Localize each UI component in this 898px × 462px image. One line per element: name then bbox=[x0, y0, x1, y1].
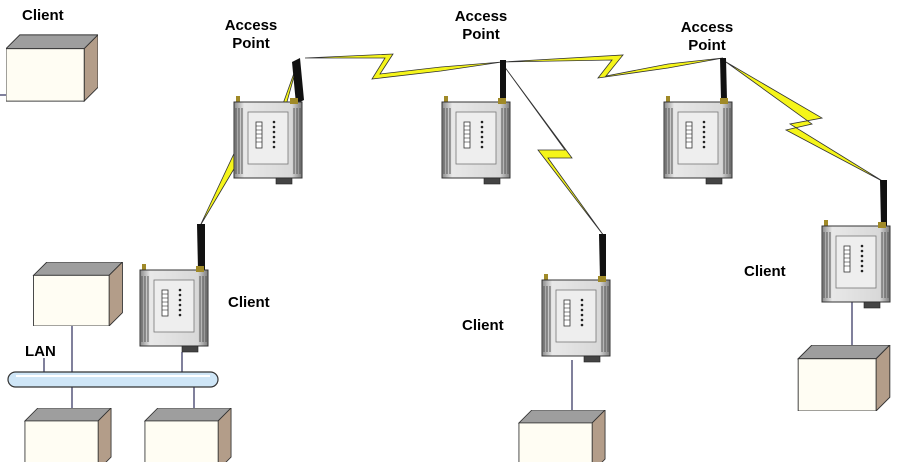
antenna-ap2 bbox=[500, 60, 506, 100]
client-device-right bbox=[821, 219, 891, 309]
computer-box-client-middle bbox=[518, 410, 606, 462]
access-point-device-3 bbox=[663, 95, 733, 185]
antenna-client-left bbox=[197, 224, 205, 270]
label-access-point-1-line1: Access bbox=[224, 17, 278, 34]
label-client-middle: Client bbox=[462, 317, 504, 334]
label-access-point-2-line1: Access bbox=[454, 8, 508, 25]
radio-link-ap1-ap2 bbox=[304, 53, 503, 80]
label-client-left: Client bbox=[228, 294, 270, 311]
radio-link-ap3-client-right bbox=[725, 61, 885, 183]
antenna-icon bbox=[197, 58, 887, 280]
label-access-point-2: Access Point bbox=[444, 8, 518, 44]
label-access-point-1-line2: Point bbox=[232, 35, 270, 52]
radio-link-ap2-ap3 bbox=[501, 54, 724, 79]
antenna-client-right bbox=[880, 180, 887, 226]
label-client-top-left: Client bbox=[22, 7, 64, 24]
label-access-point-3-line2: Point bbox=[688, 37, 726, 54]
client-device-left bbox=[139, 263, 209, 353]
antenna-client-middle bbox=[599, 234, 606, 280]
antenna-ap3 bbox=[720, 58, 727, 100]
computer-box-lan-bottom-mid bbox=[144, 408, 232, 462]
label-client-right: Client bbox=[744, 263, 786, 280]
client-device-middle bbox=[541, 273, 611, 363]
label-lan: LAN bbox=[25, 343, 56, 360]
lan-bus-icon bbox=[7, 371, 219, 388]
label-access-point-2-line2: Point bbox=[462, 26, 500, 43]
radio-link-icon bbox=[199, 53, 885, 237]
computer-box-top-left bbox=[6, 34, 98, 102]
access-point-device-2 bbox=[441, 95, 511, 185]
label-access-point-1: Access Point bbox=[214, 17, 288, 53]
label-access-point-3: Access Point bbox=[670, 19, 744, 55]
access-point-device-1 bbox=[233, 95, 303, 185]
computer-box-lan-bottom-left bbox=[24, 408, 112, 462]
label-access-point-3-line1: Access bbox=[680, 19, 734, 36]
computer-box-client-right bbox=[797, 345, 891, 411]
radio-link-ap2-client-middle bbox=[503, 65, 605, 237]
computer-box-lan-top bbox=[33, 262, 123, 326]
antenna-ap1 bbox=[292, 58, 304, 104]
